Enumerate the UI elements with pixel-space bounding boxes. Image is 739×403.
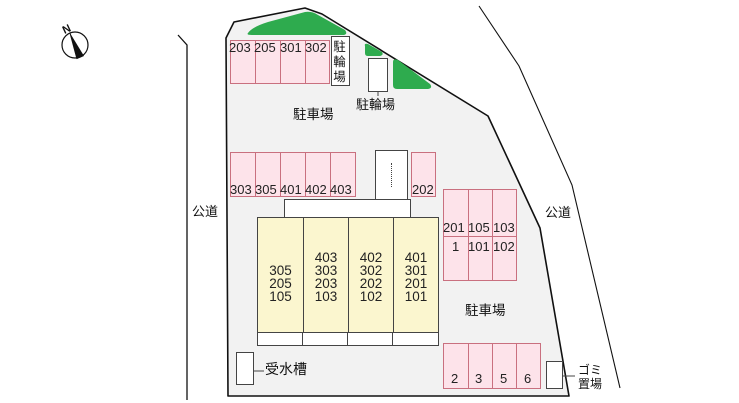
unit-number: 403 xyxy=(314,249,338,265)
bicycle-parking-top xyxy=(331,36,350,86)
balcony-divider xyxy=(347,333,348,345)
stall-label: 302 xyxy=(305,40,327,55)
parking-row-divider xyxy=(444,236,516,237)
parking-stall xyxy=(469,190,493,280)
building-column: 401 301 201 101 xyxy=(394,218,438,333)
apartment-building: 305 205 105 403 303 203 103 402 302 202 … xyxy=(257,217,439,334)
parking-stall xyxy=(231,41,256,83)
stall-label: 202 xyxy=(412,182,434,197)
unit-number: 103 xyxy=(314,288,338,304)
north-arrow-icon: N xyxy=(61,22,89,60)
parking-row-top xyxy=(230,40,330,84)
stall-label: 403 xyxy=(330,182,352,197)
building-column: 403 303 203 103 xyxy=(304,218,349,333)
parking-label-top: 駐車場 xyxy=(293,107,334,123)
bicycle-parking-right xyxy=(368,58,388,92)
stall-label: 201 xyxy=(443,220,465,235)
road-label-left: 公道 xyxy=(192,205,219,220)
unit-number: 101 xyxy=(404,288,428,304)
balcony-divider xyxy=(392,333,393,345)
unit-number: 302 xyxy=(359,262,383,278)
stall-label: 402 xyxy=(305,182,327,197)
building-column: 402 302 202 102 xyxy=(349,218,394,333)
unit-number: 105 xyxy=(269,289,292,304)
unit-number: 102 xyxy=(359,288,383,304)
parking-block-right xyxy=(443,189,517,281)
unit-number: 401 xyxy=(404,249,428,265)
parking-stall-202 xyxy=(411,152,436,197)
green-area-small xyxy=(364,43,383,56)
stall-label: 303 xyxy=(230,182,252,197)
stall-label: 101 xyxy=(468,239,490,254)
stall-label: 203 xyxy=(229,40,251,55)
stall-label: 205 xyxy=(254,40,276,55)
bicycle-parking-top-label: 駐輪場 xyxy=(333,39,348,84)
parking-stall xyxy=(444,344,469,388)
unit-number: 205 xyxy=(269,276,292,291)
parking-stall xyxy=(231,153,256,196)
unit-number: 201 xyxy=(404,275,428,291)
stall-label: 3 xyxy=(475,371,483,386)
unit-number: 402 xyxy=(359,249,383,265)
stall-label: 301 xyxy=(280,40,302,55)
green-area-right xyxy=(393,59,432,89)
water-tank-label: 受水槽 xyxy=(265,362,307,378)
stall-label: 2 xyxy=(451,371,459,386)
stall-label: 6 xyxy=(524,371,532,386)
unit-number: 305 xyxy=(269,263,292,278)
road-label-right: 公道 xyxy=(545,206,572,221)
stall-label: 102 xyxy=(493,239,515,254)
garbage-label-line1: ゴミ xyxy=(578,363,603,377)
building-column: 305 205 105 xyxy=(258,218,304,333)
bike-label-text: 駐輪場 xyxy=(333,39,346,84)
parking-stall xyxy=(281,153,306,196)
bicycle-parking-right-label: 駐輪場 xyxy=(356,98,396,113)
parking-stall xyxy=(256,153,281,196)
stall-label: 5 xyxy=(500,371,508,386)
stall-label: 401 xyxy=(280,182,302,197)
water-tank xyxy=(236,352,254,385)
entrance-strip xyxy=(284,199,411,218)
parking-stall xyxy=(493,344,517,388)
garbage-label-line2: 置場 xyxy=(578,377,603,391)
parking-stall xyxy=(281,41,306,83)
parking-row-bottom xyxy=(443,343,541,389)
stall-label: 305 xyxy=(255,182,277,197)
road-edge-left xyxy=(177,34,188,400)
unit-number: 202 xyxy=(359,275,383,291)
road-edge-right xyxy=(478,5,621,389)
dotted-line xyxy=(391,163,392,187)
unit-number: 303 xyxy=(314,262,338,278)
parking-stall xyxy=(469,344,493,388)
stairway-box xyxy=(375,150,408,200)
unit-number: 203 xyxy=(314,275,338,291)
balcony-strip xyxy=(257,332,439,346)
stall-label: 105 xyxy=(468,220,490,235)
balcony-divider xyxy=(302,333,303,345)
stall-label: 103 xyxy=(493,220,515,235)
parking-stall xyxy=(256,41,281,83)
green-area-top xyxy=(247,11,347,36)
stall-label: 1 xyxy=(452,239,460,254)
parking-label-bottom: 駐車場 xyxy=(465,303,506,319)
garbage-area xyxy=(546,361,563,389)
parking-row-middle xyxy=(230,152,356,197)
parking-stall xyxy=(306,153,331,196)
parking-stall xyxy=(444,190,469,280)
unit-number: 301 xyxy=(404,262,428,278)
